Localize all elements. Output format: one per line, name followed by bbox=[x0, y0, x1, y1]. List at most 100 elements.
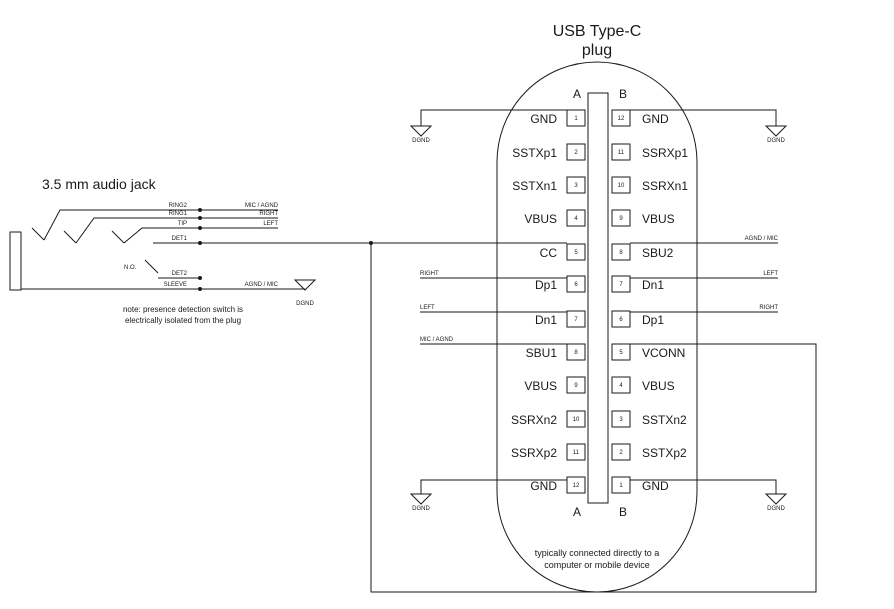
svg-text:5: 5 bbox=[619, 350, 623, 356]
jack-contacts bbox=[21, 209, 200, 290]
junction-dot bbox=[369, 241, 373, 245]
svg-text:12: 12 bbox=[573, 483, 580, 489]
jack-plug-body bbox=[9, 231, 22, 291]
svg-text:3: 3 bbox=[619, 417, 623, 423]
switch-no-label: N.O. bbox=[124, 265, 137, 271]
wire-vconn-loop bbox=[370, 243, 817, 593]
wire-label-dn1-b: LEFT bbox=[763, 271, 778, 277]
svg-text:Dp1: Dp1 bbox=[642, 313, 664, 327]
wire-label-sbu2: AGND / MIC bbox=[745, 236, 779, 242]
jack-note-line1: note: presence detection switch is bbox=[123, 305, 243, 314]
pin-b8: 8 SBU2 bbox=[611, 243, 674, 261]
plug-footer-line2: computer or mobile device bbox=[544, 560, 650, 570]
wire-label-sbu1-a: MIC / AGND bbox=[420, 337, 454, 343]
wire-label-dp1-a: RIGHT bbox=[420, 271, 439, 277]
svg-text:6: 6 bbox=[574, 282, 578, 288]
pin-b6: 6 Dp1 bbox=[611, 310, 664, 328]
svg-text:6: 6 bbox=[619, 317, 623, 323]
svg-text:SSTXp2: SSTXp2 bbox=[642, 446, 687, 460]
contact-det2: DET2 bbox=[172, 271, 188, 277]
svg-text:VBUS: VBUS bbox=[642, 212, 675, 226]
contact-tip: TIP bbox=[178, 221, 187, 227]
wire-label-dp1-b: RIGHT bbox=[759, 305, 778, 311]
svg-text:VBUS: VBUS bbox=[524, 212, 557, 226]
jack-title: 3.5 mm audio jack bbox=[42, 176, 157, 192]
svg-text:11: 11 bbox=[573, 450, 580, 456]
svg-text:DGND: DGND bbox=[412, 506, 430, 512]
jack-signal-tip: LEFT bbox=[263, 221, 278, 227]
side-b-bottom: B bbox=[619, 505, 627, 519]
svg-text:Dn1: Dn1 bbox=[642, 278, 664, 292]
ground-symbol-top-right: DGND bbox=[630, 109, 788, 144]
plug-footer-line1: typically connected directly to a bbox=[535, 548, 660, 558]
svg-text:SSTXn2: SSTXn2 bbox=[642, 413, 687, 427]
svg-text:SSRXn1: SSRXn1 bbox=[642, 179, 688, 193]
ground-symbol-top-left: DGND bbox=[409, 109, 567, 144]
jack-junctions bbox=[198, 208, 305, 291]
svg-text:7: 7 bbox=[574, 317, 578, 323]
ground-symbol-bottom-left: DGND bbox=[409, 479, 567, 512]
side-a-bottom: A bbox=[573, 505, 581, 519]
side-b-top: B bbox=[619, 87, 627, 101]
svg-text:8: 8 bbox=[619, 250, 623, 256]
pin-a5: 5CC bbox=[540, 243, 586, 261]
svg-text:GND: GND bbox=[530, 112, 557, 126]
pin-b10: 10 SSRXn1 bbox=[611, 176, 688, 194]
contact-det1: DET1 bbox=[172, 236, 188, 242]
svg-text:SSRXn2: SSRXn2 bbox=[511, 413, 557, 427]
svg-text:9: 9 bbox=[574, 383, 578, 389]
svg-text:12: 12 bbox=[618, 116, 625, 122]
svg-text:DGND: DGND bbox=[412, 138, 430, 144]
svg-text:1: 1 bbox=[619, 483, 623, 489]
svg-text:SBU2: SBU2 bbox=[642, 246, 674, 260]
jack-signal-sleeve: AGND / MIC bbox=[245, 282, 279, 288]
svg-text:VCONN: VCONN bbox=[642, 346, 685, 360]
svg-text:7: 7 bbox=[619, 282, 623, 288]
svg-text:10: 10 bbox=[618, 183, 625, 189]
svg-text:SSTXp1: SSTXp1 bbox=[512, 146, 557, 160]
pin-a10: 10 SSRXn2 bbox=[511, 410, 586, 428]
pin-b7: 7 Dn1 bbox=[611, 275, 664, 293]
svg-text:10: 10 bbox=[573, 417, 580, 423]
jack-signal-ring2: MIC / AGND bbox=[245, 203, 279, 209]
jack-note-line2: electrically isolated from the plug bbox=[125, 316, 241, 325]
ground-symbol-bottom-right: DGND bbox=[630, 479, 788, 512]
svg-text:DGND: DGND bbox=[767, 138, 785, 144]
svg-text:8: 8 bbox=[574, 350, 578, 356]
svg-text:11: 11 bbox=[618, 150, 625, 156]
pin-b5: 5 VCONN bbox=[611, 343, 685, 361]
svg-text:DGND: DGND bbox=[767, 506, 785, 512]
svg-text:VBUS: VBUS bbox=[642, 379, 675, 393]
pin-a12: 12 GND bbox=[530, 476, 586, 494]
svg-text:9: 9 bbox=[619, 216, 623, 222]
svg-text:2: 2 bbox=[619, 450, 623, 456]
svg-text:GND: GND bbox=[530, 479, 557, 493]
svg-text:DGND: DGND bbox=[296, 301, 314, 307]
plug-tongue bbox=[587, 92, 609, 504]
pin-a11: 11 SSRXp2 bbox=[511, 443, 586, 461]
plug-title-line2: plug bbox=[582, 42, 612, 59]
contact-ring1: RING1 bbox=[169, 211, 188, 217]
svg-text:3: 3 bbox=[574, 183, 578, 189]
pin-b12: 12 GND bbox=[611, 109, 669, 127]
svg-text:Dn1: Dn1 bbox=[535, 313, 557, 327]
svg-text:GND: GND bbox=[642, 479, 669, 493]
svg-text:SSRXp2: SSRXp2 bbox=[511, 446, 557, 460]
contact-sleeve: SLEEVE bbox=[164, 282, 187, 288]
contact-ring2: RING2 bbox=[169, 203, 188, 209]
wire-label-dn1-a: LEFT bbox=[420, 305, 435, 311]
pin-b9: 9 VBUS bbox=[611, 209, 675, 227]
svg-text:GND: GND bbox=[642, 112, 669, 126]
ground-symbol-jack: DGND bbox=[293, 279, 317, 307]
